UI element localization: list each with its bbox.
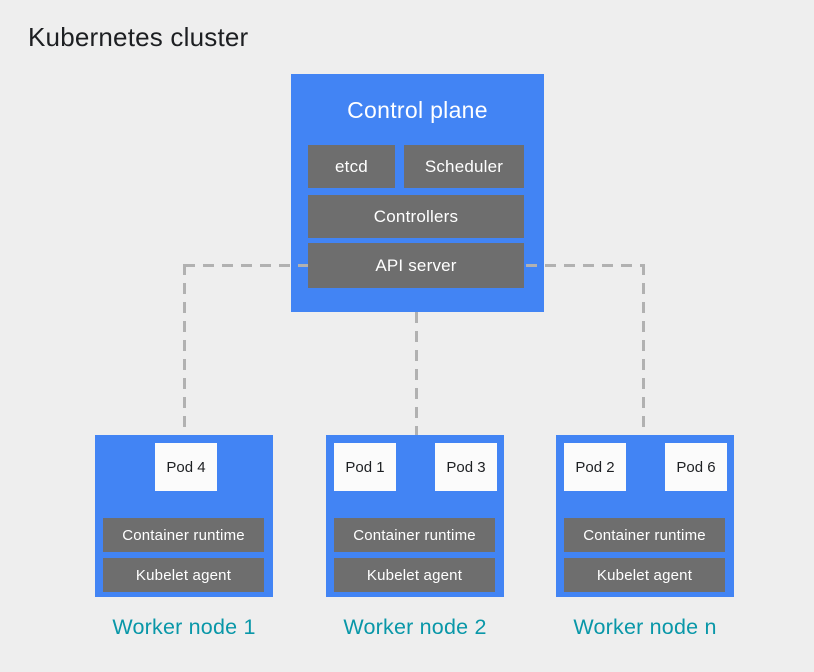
container-runtime-box: Container runtime [103,518,264,552]
worker-node-1-box: Pod 4 Container runtime Kubelet agent [95,435,273,597]
pod-box: Pod 1 [334,443,396,491]
worker-node-1-label: Worker node 1 [112,615,256,639]
pod-box: Pod 4 [155,443,217,491]
api-server-box: API server [308,243,524,288]
controllers-box: Controllers [308,195,524,238]
worker-node-2-box: Pod 1 Pod 3 Container runtime Kubelet ag… [326,435,504,597]
etcd-box: etcd [308,145,395,188]
pod-box: Pod 3 [435,443,497,491]
connector-vertical-right [642,264,645,435]
container-runtime-box: Container runtime [564,518,725,552]
pod-box: Pod 2 [564,443,626,491]
connector-vertical-left [183,264,186,435]
diagram-title: Kubernetes cluster [28,22,249,52]
kubelet-agent-box: Kubelet agent [103,558,264,592]
kubelet-agent-box: Kubelet agent [564,558,725,592]
pod-box: Pod 6 [665,443,727,491]
container-runtime-box: Container runtime [334,518,495,552]
worker-node-n-box: Pod 2 Pod 6 Container runtime Kubelet ag… [556,435,734,597]
connector-vertical-center [415,312,418,435]
worker-node-n-label: Worker node n [573,615,717,639]
worker-node-2-label: Worker node 2 [343,615,487,639]
kubelet-agent-box: Kubelet agent [334,558,495,592]
scheduler-box: Scheduler [404,145,524,188]
control-plane-title: Control plane [347,97,488,123]
